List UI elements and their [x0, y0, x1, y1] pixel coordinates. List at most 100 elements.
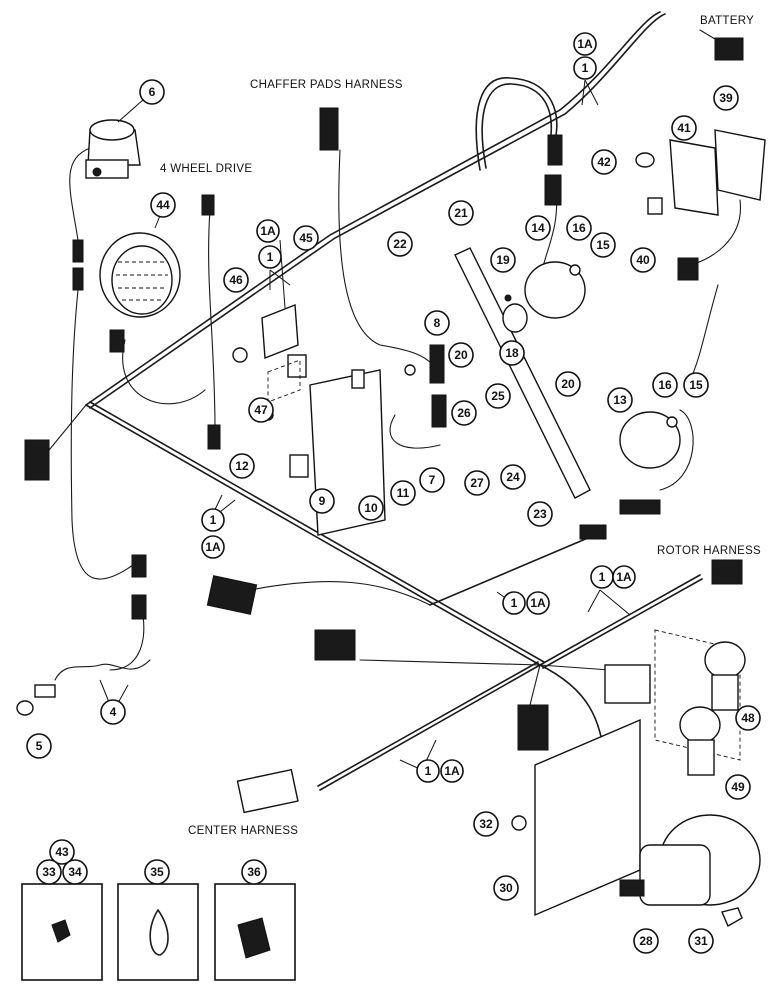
svg-text:22: 22 [393, 237, 407, 251]
mounting-bar [454, 247, 591, 499]
callout-33: 33 [36, 859, 62, 885]
svg-text:14: 14 [531, 221, 545, 235]
bracket-assembly [232, 304, 307, 403]
svg-text:1A: 1A [260, 224, 276, 238]
callout-1a-bottom: 1A [440, 759, 464, 783]
callout-25: 25 [485, 383, 511, 409]
callout-22: 22 [387, 231, 413, 257]
callout-23: 23 [527, 501, 553, 527]
callout-13: 13 [607, 387, 633, 413]
svg-text:15: 15 [689, 378, 703, 392]
nut-32 [511, 815, 527, 831]
callout-1-top: 1 [573, 56, 597, 80]
detail-box-36 [214, 883, 296, 981]
callout-16-bottom: 16 [652, 372, 678, 398]
svg-text:23: 23 [533, 507, 547, 521]
callout-12: 12 [229, 453, 255, 479]
callout-27: 27 [464, 470, 490, 496]
svg-text:1: 1 [511, 596, 518, 610]
svg-text:1: 1 [599, 570, 606, 584]
svg-text:1: 1 [267, 250, 274, 264]
detail-box-33-34 [21, 883, 103, 981]
svg-text:34: 34 [68, 865, 82, 879]
callout-48: 48 [735, 705, 761, 731]
solenoids [604, 629, 746, 776]
callout-28: 28 [633, 928, 659, 954]
callout-1a-lower-left: 1A [201, 535, 225, 559]
svg-text:1: 1 [210, 513, 217, 527]
actuator-28 [619, 814, 761, 906]
svg-text:5: 5 [36, 739, 43, 753]
callout-42: 42 [591, 149, 617, 175]
callout-30: 30 [493, 875, 519, 901]
battery-connector [714, 37, 744, 61]
relay-component [85, 119, 141, 179]
callout-31: 31 [688, 928, 714, 954]
callout-20-bottom: 20 [555, 371, 581, 397]
callout-19: 19 [490, 247, 516, 273]
svg-text:1: 1 [582, 61, 589, 75]
callout-4: 4 [100, 699, 126, 725]
svg-text:1A: 1A [530, 596, 546, 610]
callout-16-top: 16 [566, 215, 592, 241]
svg-text:36: 36 [247, 865, 261, 879]
svg-text:49: 49 [731, 780, 745, 794]
callout-5: 5 [26, 733, 52, 759]
svg-text:32: 32 [479, 817, 493, 831]
svg-text:1A: 1A [577, 37, 593, 51]
svg-text:4: 4 [110, 705, 117, 719]
label-rotor-harness: ROTOR HARNESS [657, 545, 761, 557]
callout-15-top: 15 [590, 232, 616, 258]
callout-39: 39 [713, 85, 739, 111]
detail-box-35 [117, 883, 199, 981]
callout-45: 45 [293, 225, 319, 251]
callout-24: 24 [500, 464, 526, 490]
callout-1-left: 1 [258, 245, 282, 269]
label-battery: BATTERY [700, 15, 754, 27]
label-chaffer-pads-harness: CHAFFER PADS HARNESS [250, 79, 403, 91]
callout-8: 8 [424, 310, 450, 336]
callout-11: 11 [390, 480, 416, 506]
svg-text:19: 19 [496, 253, 510, 267]
callout-20-top: 20 [448, 342, 474, 368]
callout-44: 44 [150, 192, 176, 218]
harness-7 [404, 344, 447, 428]
label-4-wheel-drive: 4 WHEEL DRIVE [160, 163, 252, 175]
svg-text:27: 27 [470, 476, 484, 490]
callout-1-right: 1 [590, 565, 614, 589]
svg-text:1A: 1A [444, 764, 460, 778]
svg-text:6: 6 [149, 85, 156, 99]
callout-36: 36 [241, 859, 267, 885]
callout-40: 40 [630, 247, 656, 273]
callout-1a-top: 1A [573, 32, 597, 56]
mid-connector-left [206, 575, 258, 615]
main-harness [44, 11, 741, 881]
svg-text:26: 26 [457, 406, 471, 420]
callout-1-mid: 1 [502, 591, 526, 615]
svg-text:48: 48 [741, 711, 755, 725]
callout-41: 41 [671, 115, 697, 141]
mid-connector-center [314, 629, 356, 661]
callout-6: 6 [139, 79, 165, 105]
svg-text:16: 16 [658, 378, 672, 392]
svg-text:24: 24 [506, 470, 520, 484]
callout-32: 32 [473, 811, 499, 837]
callout-1a-mid: 1A [526, 591, 550, 615]
callout-1a-left: 1A [256, 219, 280, 243]
svg-text:20: 20 [561, 377, 575, 391]
svg-text:1A: 1A [616, 570, 632, 584]
brackets-right [635, 129, 766, 281]
svg-text:41: 41 [677, 121, 691, 135]
svg-text:15: 15 [596, 238, 610, 252]
svg-text:12: 12 [235, 459, 249, 473]
work-lamp [99, 232, 181, 318]
motor-13 [579, 411, 681, 540]
callout-34: 34 [62, 859, 88, 885]
callout-21: 21 [448, 200, 474, 226]
svg-text:28: 28 [639, 934, 653, 948]
bolt-31 [721, 907, 743, 927]
svg-text:1: 1 [425, 764, 432, 778]
callout-15-bottom: 15 [683, 372, 709, 398]
callout-14: 14 [525, 215, 551, 241]
callout-46: 46 [223, 267, 249, 293]
